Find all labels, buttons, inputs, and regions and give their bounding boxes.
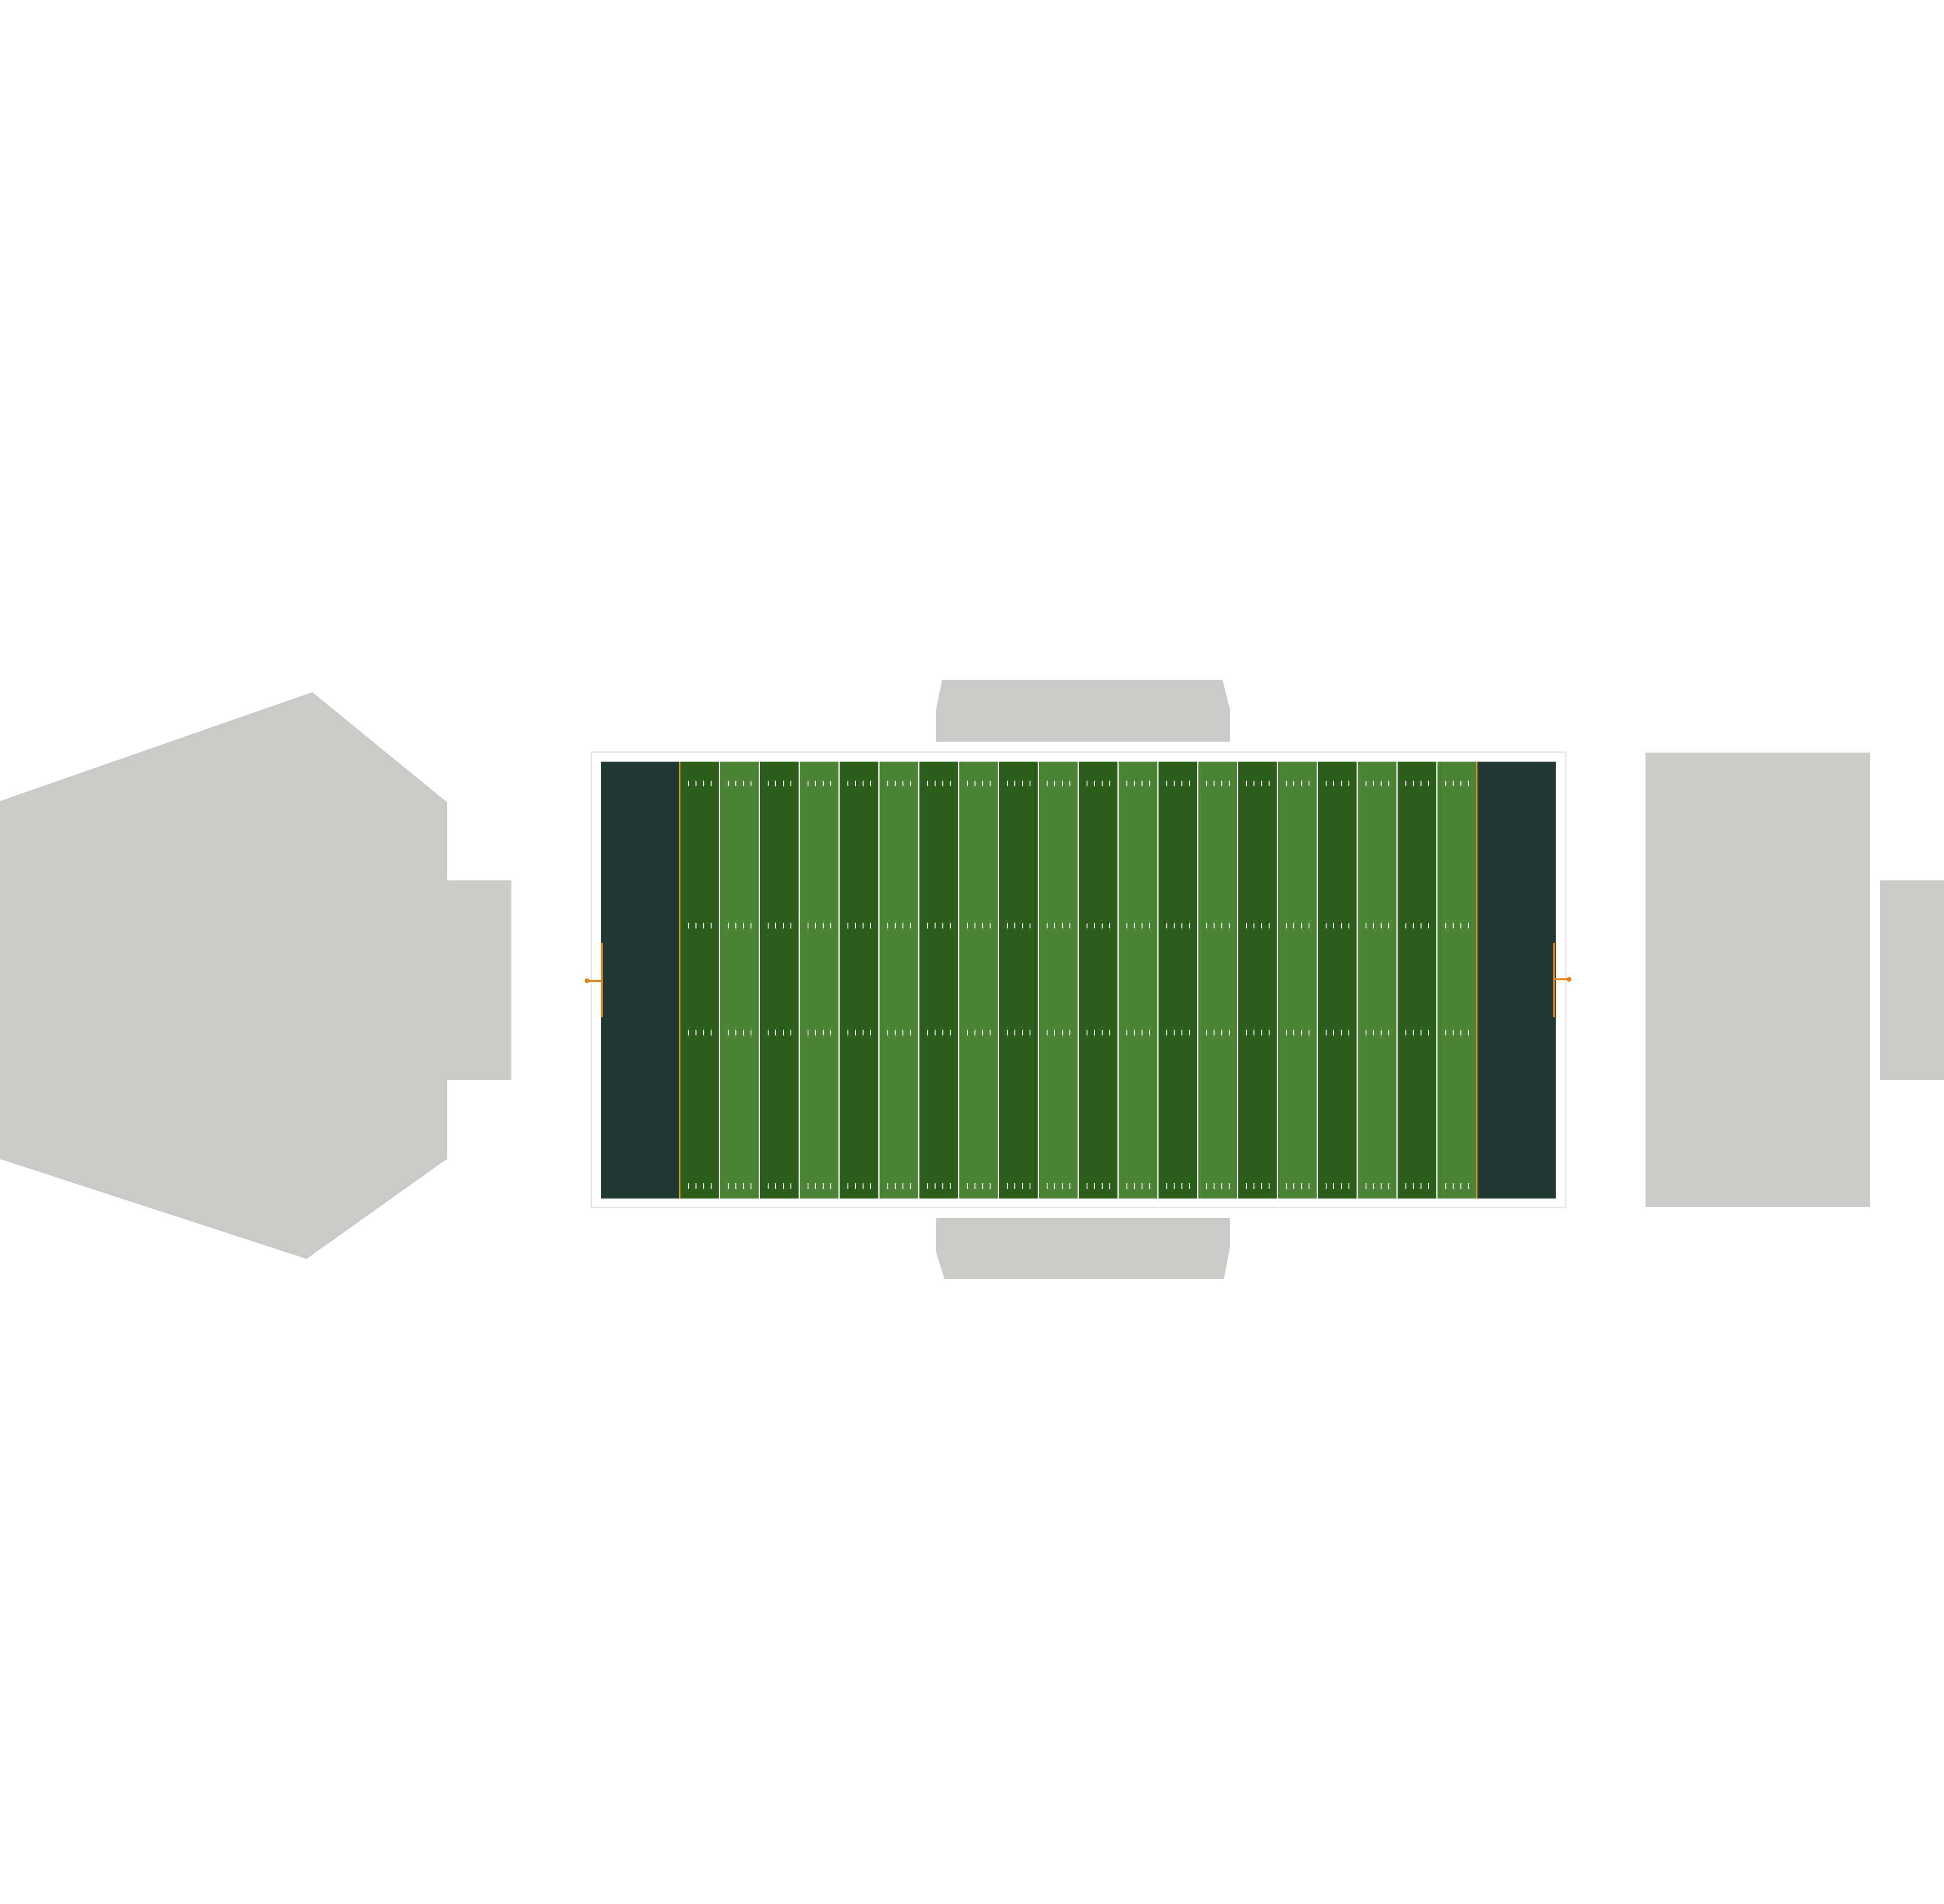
field-stripe <box>879 762 919 1198</box>
section-west-bowl[interactable] <box>0 692 447 1259</box>
field-stripe <box>1118 762 1158 1198</box>
section-east-stand[interactable] <box>1646 753 1870 1207</box>
field-stripe <box>1437 762 1477 1198</box>
field-stripe <box>719 762 760 1198</box>
seating-sections <box>0 680 1944 1279</box>
field-stripe <box>958 762 999 1198</box>
field-stripe <box>919 762 959 1198</box>
football-field <box>585 751 1571 1208</box>
section-south-stand[interactable] <box>936 1218 1230 1279</box>
hash-marks <box>688 781 1469 1189</box>
section-east-annex[interactable] <box>1880 880 1944 1080</box>
field-stripe <box>839 762 879 1198</box>
yard-lines <box>719 762 1438 1198</box>
section-west-annex[interactable] <box>447 880 511 1080</box>
field-stripe <box>1078 762 1118 1198</box>
field-stripe <box>799 762 839 1198</box>
field-stripe <box>1237 762 1278 1198</box>
endzone-east <box>1477 762 1556 1198</box>
goalpost-west <box>585 943 603 1017</box>
goalpost-east-base <box>1567 977 1571 982</box>
field-stripe <box>1038 762 1078 1198</box>
field-stripe <box>1277 762 1318 1198</box>
field-stripe <box>1357 762 1397 1198</box>
goalpost-east <box>1553 943 1571 1017</box>
field-stripe <box>759 762 800 1198</box>
field-stripe <box>1158 762 1198 1198</box>
field-stripes <box>680 762 1477 1198</box>
field-stripe <box>680 762 720 1198</box>
field-stripe <box>1198 762 1238 1198</box>
section-north-stand[interactable] <box>936 680 1230 742</box>
field-stripe <box>998 762 1039 1198</box>
field-stripe <box>1317 762 1357 1198</box>
field-stripe <box>1397 762 1437 1198</box>
endzone-west <box>601 762 680 1198</box>
goalpost-west-base <box>585 978 589 983</box>
